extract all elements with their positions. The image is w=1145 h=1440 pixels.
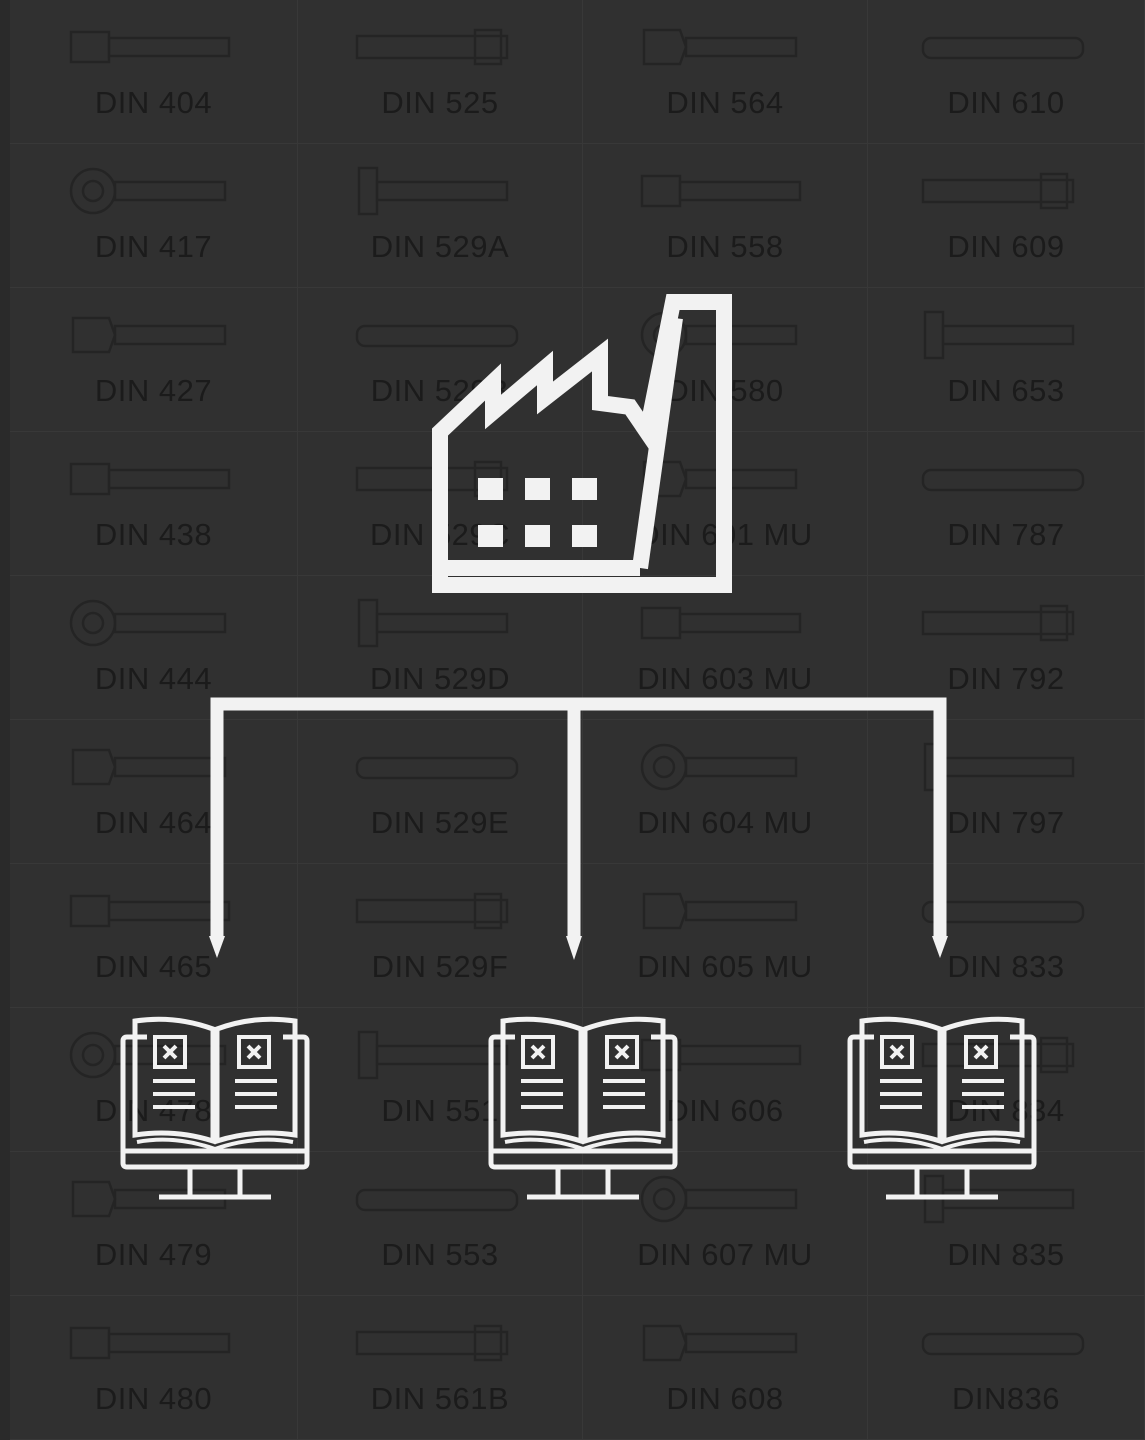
arrow-left — [209, 936, 225, 958]
connector-lines — [217, 704, 940, 940]
factory-windows — [478, 478, 597, 547]
computer-catalog-icon-right — [850, 1019, 1034, 1197]
arrow-middle — [566, 936, 582, 960]
computer-catalog-icon-left — [123, 1019, 307, 1197]
arrowheads — [209, 936, 948, 960]
computer-catalog-icon-middle — [491, 1019, 675, 1197]
arrow-right — [932, 936, 948, 958]
factory-icon — [440, 302, 724, 585]
